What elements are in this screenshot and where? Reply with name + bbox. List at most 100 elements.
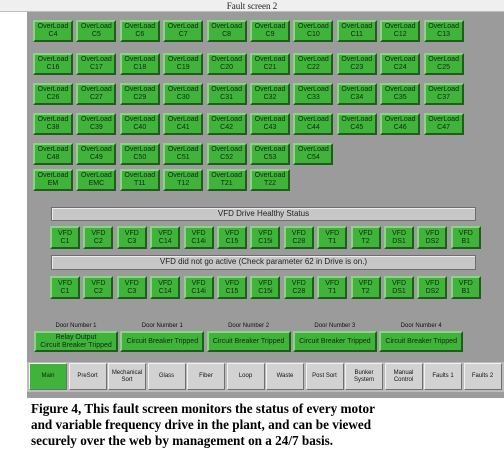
door-status-button[interactable]: Circuit Breaker Tripped <box>292 331 377 352</box>
vfd-active-button-label: C14i <box>191 287 206 295</box>
nav-button-waste[interactable]: Waste <box>266 363 304 390</box>
nav-button-main[interactable]: Main <box>29 363 67 390</box>
door-status-button[interactable]: Circuit Breaker Tripped <box>206 331 291 352</box>
overload-button-label: T11 <box>134 180 146 187</box>
nav-button-presort[interactable]: PreSort <box>68 363 107 390</box>
nav-button-post-sort[interactable]: Post Sort <box>305 363 344 390</box>
nav-button-loop[interactable]: Loop <box>226 363 265 390</box>
nav-button-faults-1[interactable]: Faults 1 <box>424 363 462 390</box>
overload-button-label: C41 <box>176 124 190 131</box>
nav-button-faults-2[interactable]: Faults 2 <box>463 363 502 390</box>
overload-button-label: C52 <box>220 154 234 161</box>
door-status-button[interactable]: Circuit Breaker Tripped <box>379 331 464 352</box>
nav-button-fiber[interactable]: Fiber <box>187 363 225 390</box>
door-status-button[interactable]: Circuit Breaker Tripped <box>120 331 205 352</box>
nav-button-glass[interactable]: Glass <box>147 363 186 390</box>
